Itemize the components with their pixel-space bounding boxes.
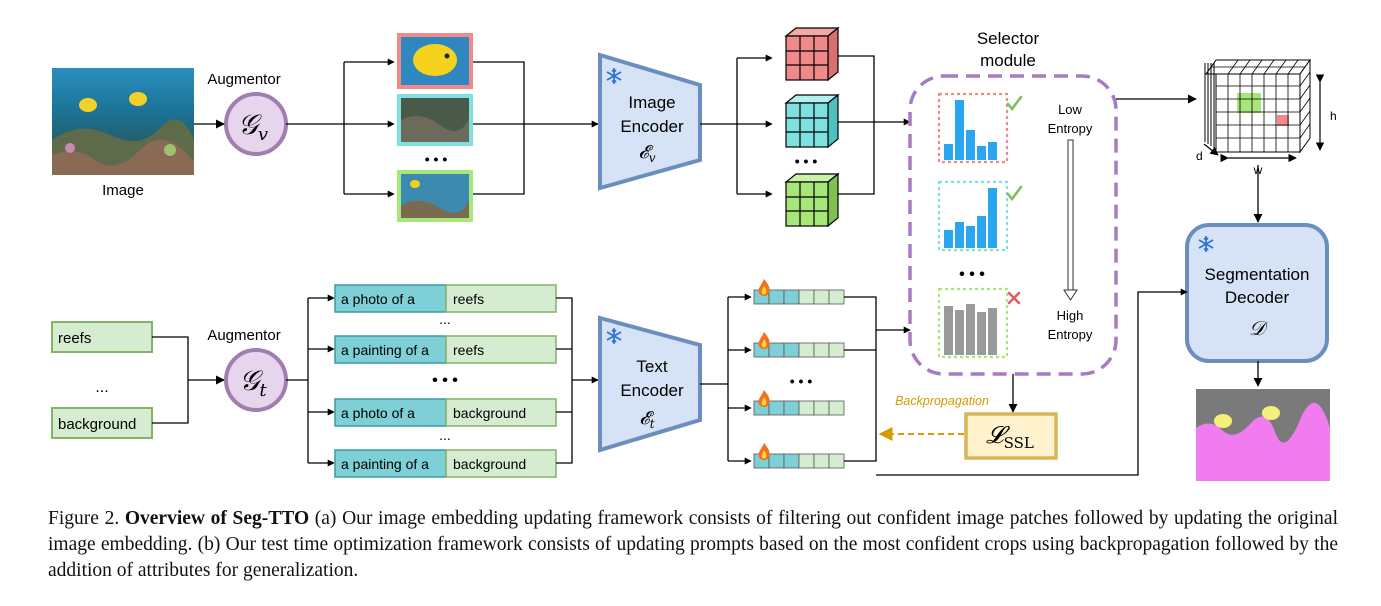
svg-text:a painting of a: a painting of a [341,342,429,358]
selector-title-1: Selector [977,29,1040,48]
histogram-low-2 [937,180,1009,252]
image-encoder [598,52,702,191]
low-entropy-label-2: Entropy [1048,121,1093,136]
caption-figure-number: Figure 2. [48,508,120,529]
class-label-reefs: reefs [58,330,91,347]
svg-text:a photo of a: a photo of a [341,291,415,307]
selector-ellipsis: • • • [959,266,985,283]
feature-cube-green [784,172,840,228]
dim-d-label: d [1196,149,1203,163]
selector-title-2: module [980,51,1036,70]
cubes-to-selector-lines [838,55,910,195]
x-icon [1007,291,1021,305]
image-augmentor-label: Augmentor [207,71,280,88]
class-label-background: background [58,416,136,433]
crops-to-encoder-lines [473,61,598,195]
svg-text:background: background [453,405,526,421]
prompt-embedding [753,289,845,305]
output-feature-volume [1204,58,1311,154]
input-image-label: Image [102,182,144,199]
svg-text:a photo of a: a photo of a [341,405,415,421]
crop-reef [397,94,473,146]
svg-text:reefs: reefs [453,291,484,307]
crop-ellipsis: • • • [425,151,448,167]
output-dim-arrows [1203,74,1325,163]
feature-ellipsis: • • • [795,153,818,169]
selector-module [908,74,1118,376]
backprop-label: Backpropagation [895,394,989,408]
high-entropy-label-2: Entropy [1048,327,1093,342]
svg-text:background: background [453,456,526,472]
prompt-row: a photo of a background [334,398,557,427]
crop-fish [397,33,473,89]
text-augmentor-label: Augmentor [207,327,280,344]
entropy-arrow [1063,139,1078,301]
dim-h-label: h [1330,109,1337,123]
decoder-symbol: 𝒟 [1249,316,1269,340]
decoder-label-1: Segmentation [1205,265,1310,284]
encoder-feature-branches [700,57,770,195]
prompts-to-encoder-lines [556,297,598,464]
prompt-group-ellipsis: • • • [432,372,458,389]
figure-caption: Figure 2. Overview of Seg-TTO (a) Our im… [48,506,1338,584]
prompt-ellipsis: ... [439,427,451,443]
flame-icon [758,279,770,296]
input-image [52,68,194,175]
prompt-ellipsis: ... [439,311,451,327]
prompt-embedding [753,342,845,358]
embeddings-merge-lines [844,291,1187,476]
crop-seafloor [397,170,473,222]
classes-to-augmentor-lines [152,336,224,424]
image-encoder-label-1: Image [628,93,675,112]
augmentor-prompt-branches [286,297,332,464]
feature-cube-cyan [784,93,840,149]
image-encoder-label-2: Encoder [620,117,684,136]
svg-text:reefs: reefs [453,342,484,358]
segmentation-mask [1196,389,1330,481]
augmentor-crop-branches [286,61,392,195]
flame-icon [758,443,770,460]
embedding-ellipsis: • • • [790,373,813,389]
svg-text:a painting of a: a painting of a [341,456,429,472]
prompt-row: a painting of a background [334,449,557,478]
low-entropy-label-1: Low [1058,102,1082,117]
flame-icon [758,332,770,349]
caption-title: Overview of Seg-TTO [124,508,310,529]
histogram-low-1 [937,92,1009,164]
prompt-row: a painting of a reefs [334,335,557,364]
ssl-loss-box [964,412,1058,460]
decoder-label-2: Decoder [1225,288,1290,307]
high-entropy-label-1: High [1057,308,1084,323]
text-encoder [598,315,702,453]
text-encoder-label-2: Encoder [620,381,684,400]
prompt-row: a photo of a reefs [334,284,557,313]
check-icon [1006,185,1023,201]
encoder-embedding-branches [700,296,748,462]
caption-body: (a) Our image embedding updating framewo… [48,508,1338,581]
seg-tto-diagram: Image Augmentor 𝒢v • • • Image Encoder 𝓔… [51,26,1337,481]
prompt-embedding [753,400,845,416]
text-encoder-label-1: Text [636,357,667,376]
class-ellipsis: ... [95,379,108,396]
check-icon [1006,95,1023,111]
histogram-high [937,287,1009,359]
feature-cube-red [784,26,840,82]
flame-icon [758,390,770,407]
